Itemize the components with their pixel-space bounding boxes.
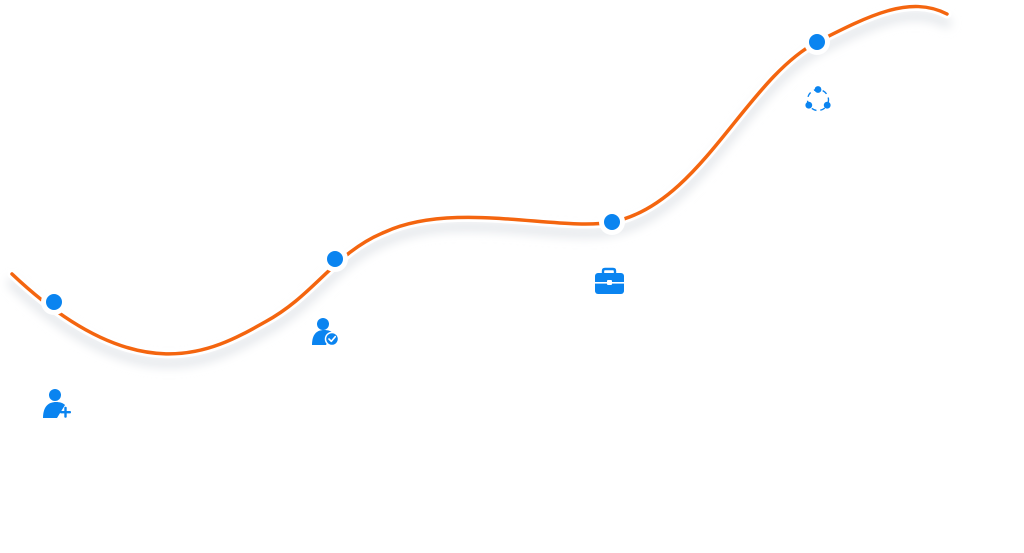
user-add-icon [43,389,71,418]
briefcase-icon [595,267,624,294]
journey-path-shadow [7,11,952,368]
network-icon [805,86,831,112]
step-node-3 [599,209,625,235]
step-node-2 [322,246,348,272]
step-node-4 [804,29,830,55]
step-node-1 [41,289,67,315]
user-check-icon [312,318,340,347]
